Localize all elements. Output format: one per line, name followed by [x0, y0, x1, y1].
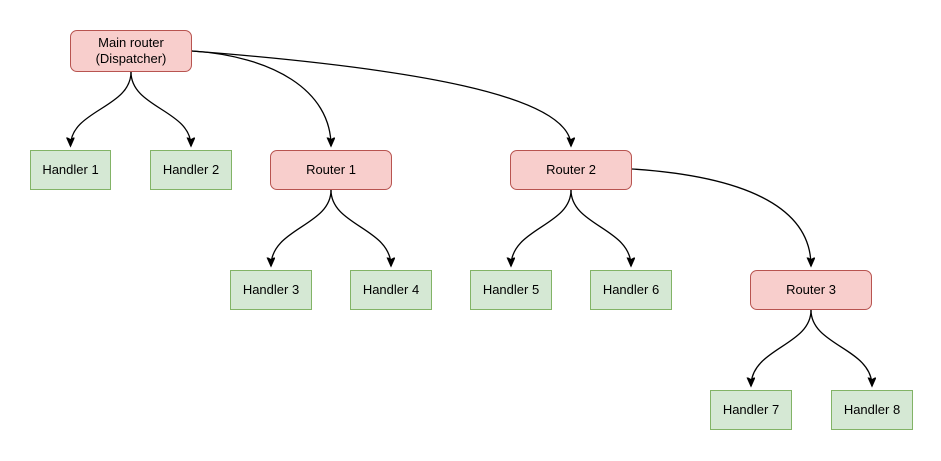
- node-handler-7: Handler 7: [710, 390, 792, 430]
- edge-router2-handler6: [570, 189, 631, 266]
- node-handler-6: Handler 6: [590, 270, 672, 310]
- edge-router2-router3: [631, 168, 811, 266]
- edge-router3-handler8: [810, 309, 872, 386]
- node-handler-5: Handler 5: [470, 270, 552, 310]
- edge-router2-handler5: [511, 189, 572, 266]
- node-handler-2: Handler 2: [150, 150, 232, 190]
- node-router-3: Router 3: [750, 270, 872, 310]
- edge-router1-handler3: [271, 189, 332, 266]
- edge-main-handler2: [130, 71, 191, 146]
- node-handler-8: Handler 8: [831, 390, 913, 430]
- node-router-1: Router 1: [270, 150, 392, 190]
- node-router-2: Router 2: [510, 150, 632, 190]
- edge-main-router2: [191, 50, 571, 146]
- node-main-router: Main router (Dispatcher): [70, 30, 192, 72]
- node-handler-1: Handler 1: [30, 150, 111, 190]
- edge-router3-handler7: [751, 309, 812, 386]
- edge-router1-handler4: [330, 189, 391, 266]
- edge-main-router1: [191, 50, 331, 146]
- node-handler-3: Handler 3: [230, 270, 312, 310]
- edge-main-handler1: [71, 71, 132, 146]
- node-handler-4: Handler 4: [350, 270, 432, 310]
